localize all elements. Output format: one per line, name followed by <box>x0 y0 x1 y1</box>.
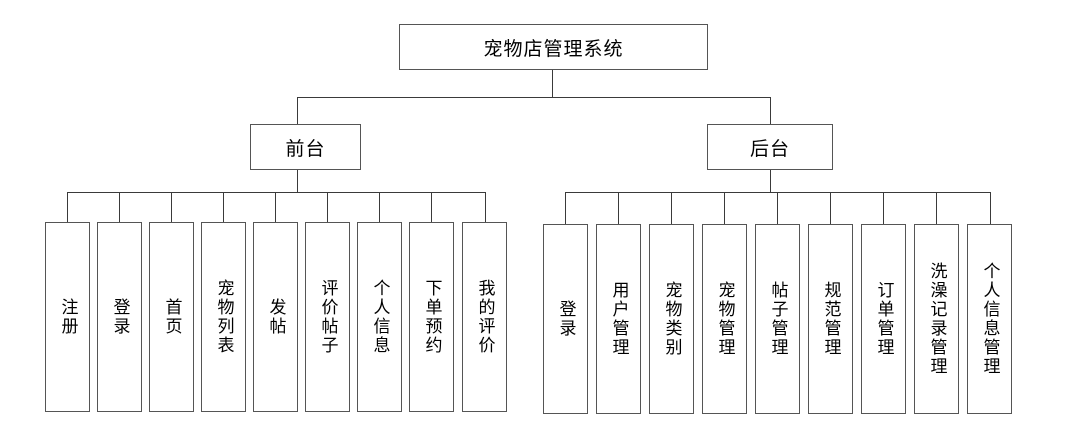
node-leaf-backend-6[interactable]: 订单管理 <box>861 224 906 414</box>
edge-backend-leaf-drop-0 <box>565 192 566 224</box>
node-leaf-backend-0-label: 登录 <box>556 300 576 338</box>
edge-frontend-bus <box>67 192 485 193</box>
node-leaf-backend-0[interactable]: 登录 <box>543 224 588 414</box>
node-leaf-frontend-4-label: 发帖 <box>266 298 286 336</box>
edge-frontend-leaf-drop-4 <box>275 192 276 222</box>
node-branch-backend[interactable]: 后台 <box>707 124 833 170</box>
edge-branch-drop-frontend <box>297 97 298 124</box>
node-leaf-frontend-0-label: 注册 <box>58 298 78 336</box>
node-leaf-backend-4-label: 帖子管理 <box>768 281 788 357</box>
node-leaf-frontend-8-label: 我的评价 <box>475 279 495 355</box>
node-branch-frontend-label: 前台 <box>285 138 326 160</box>
node-leaf-frontend-5[interactable]: 评价帖子 <box>305 222 350 412</box>
node-leaf-backend-5[interactable]: 规范管理 <box>808 224 853 414</box>
edge-backend-leaf-drop-7 <box>936 192 937 224</box>
edge-root-drop <box>552 70 553 97</box>
edge-frontend-leaf-drop-3 <box>223 192 224 222</box>
node-branch-backend-label: 后台 <box>749 138 790 160</box>
edge-backend-leaf-drop-5 <box>830 192 831 224</box>
node-leaf-backend-8[interactable]: 个人信息管理 <box>967 224 1012 414</box>
edge-branch-drop-backend <box>770 97 771 124</box>
node-leaf-backend-2-label: 宠物类别 <box>662 281 682 357</box>
node-leaf-backend-8-label: 个人信息管理 <box>980 262 1000 376</box>
node-leaf-backend-3[interactable]: 宠物管理 <box>702 224 747 414</box>
node-leaf-frontend-6-label: 个人信息 <box>370 279 390 355</box>
node-leaf-backend-5-label: 规范管理 <box>821 281 841 357</box>
node-leaf-backend-6-label: 订单管理 <box>874 281 894 357</box>
edge-backend-leaf-drop-8 <box>990 192 991 224</box>
node-leaf-frontend-3[interactable]: 宠物列表 <box>201 222 246 412</box>
node-leaf-frontend-5-label: 评价帖子 <box>318 279 338 355</box>
node-leaf-frontend-1[interactable]: 登录 <box>97 222 142 412</box>
node-leaf-frontend-4[interactable]: 发帖 <box>253 222 298 412</box>
node-leaf-frontend-0[interactable]: 注册 <box>45 222 90 412</box>
node-leaf-backend-2[interactable]: 宠物类别 <box>649 224 694 414</box>
edge-backend-leaf-drop-6 <box>883 192 884 224</box>
edge-frontend-leaf-drop-0 <box>67 192 68 222</box>
edge-frontend-leaf-drop-8 <box>485 192 486 222</box>
node-leaf-backend-7-label: 洗澡记录管理 <box>927 262 947 376</box>
edge-backend-leaf-drop-2 <box>671 192 672 224</box>
node-leaf-frontend-3-label: 宠物列表 <box>214 279 234 355</box>
node-root-label: 宠物店管理系统 <box>483 38 624 60</box>
node-leaf-frontend-7-label: 下单预约 <box>422 279 442 355</box>
edge-backend-leaf-drop-4 <box>777 192 778 224</box>
node-leaf-backend-4[interactable]: 帖子管理 <box>755 224 800 414</box>
edge-backend-leaf-drop-1 <box>618 192 619 224</box>
node-leaf-backend-3-label: 宠物管理 <box>715 281 735 357</box>
edge-branch-bus <box>297 97 771 98</box>
edge-frontend-leaf-drop-6 <box>379 192 380 222</box>
edge-frontend-leaf-drop-5 <box>327 192 328 222</box>
edge-backend-leaf-drop-3 <box>724 192 725 224</box>
node-leaf-frontend-2[interactable]: 首页 <box>149 222 194 412</box>
edge-frontend-leaf-drop-7 <box>431 192 432 222</box>
edge-frontend-leaf-drop-2 <box>171 192 172 222</box>
node-leaf-frontend-2-label: 首页 <box>162 298 182 336</box>
node-leaf-backend-7[interactable]: 洗澡记录管理 <box>914 224 959 414</box>
node-leaf-frontend-8[interactable]: 我的评价 <box>462 222 507 412</box>
node-leaf-frontend-7[interactable]: 下单预约 <box>409 222 454 412</box>
node-leaf-backend-1[interactable]: 用户管理 <box>596 224 641 414</box>
edge-backend-drop <box>770 170 771 192</box>
edge-frontend-leaf-drop-1 <box>119 192 120 222</box>
edge-frontend-drop <box>297 170 298 192</box>
node-leaf-backend-1-label: 用户管理 <box>609 281 629 357</box>
node-branch-frontend[interactable]: 前台 <box>250 124 361 170</box>
node-root[interactable]: 宠物店管理系统 <box>399 24 708 70</box>
node-leaf-frontend-1-label: 登录 <box>110 298 130 336</box>
node-leaf-frontend-6[interactable]: 个人信息 <box>357 222 402 412</box>
